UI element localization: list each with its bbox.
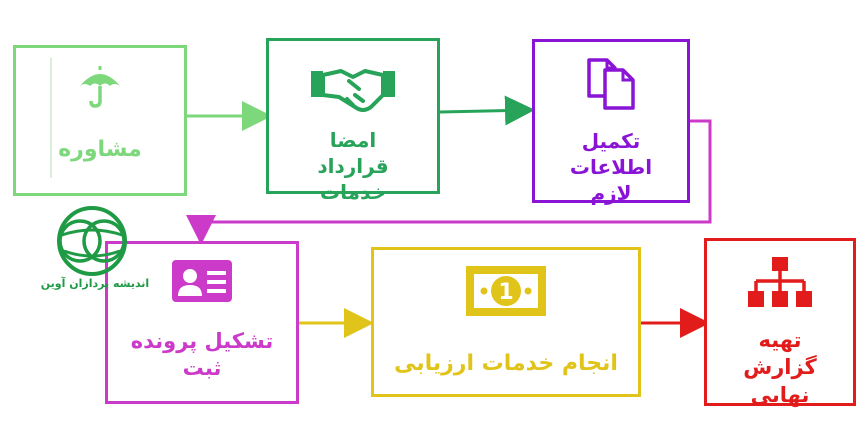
logo-emblem-icon <box>57 206 127 276</box>
step-report: تهیه گزارش نهایی <box>704 238 856 407</box>
step-label: انجام خدمات ارزیابی <box>394 351 618 376</box>
step-label: مشاوره <box>58 137 142 162</box>
handshake-icon <box>311 69 395 112</box>
edge-info-file <box>186 119 712 245</box>
step-label: تهیه گزارش نهایی <box>743 328 817 407</box>
umbrella-icon <box>80 66 120 108</box>
documents-icon <box>587 58 635 110</box>
step-label: تکمیل اطلاعات لازم <box>569 129 653 205</box>
step-file: تشکیل پرونده ثبت <box>105 241 299 404</box>
edge-contract-info <box>439 95 535 126</box>
money-icon: 1 <box>466 266 546 316</box>
svg-text:1: 1 <box>498 280 513 305</box>
step-consult: مشاوره <box>13 45 187 196</box>
sitemap-icon <box>748 257 812 307</box>
id-card-icon <box>172 260 232 302</box>
step-info: تکمیل اطلاعات لازم <box>532 39 690 205</box>
step-label: تشکیل پرونده ثبت <box>130 329 274 381</box>
logo-text: اندیشه پردازان آوین <box>40 277 150 290</box>
step-label: امضا قرارداد خدمات <box>317 128 389 204</box>
step-contract: امضا قرارداد خدمات <box>266 38 440 204</box>
step-services: 1 انجام خدمات ارزیابی <box>371 247 641 397</box>
company-logo: اندیشه پردازان آوین <box>30 205 160 300</box>
